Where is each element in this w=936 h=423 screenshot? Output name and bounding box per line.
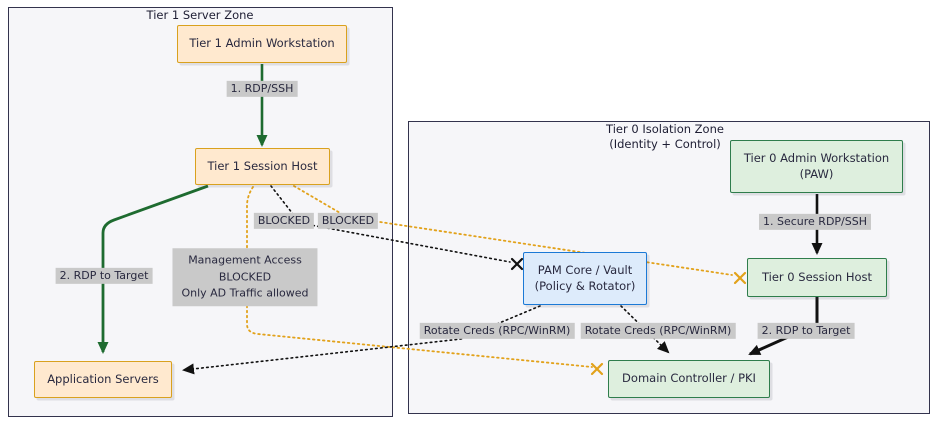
mgmt-label-line2: BLOCKED	[218, 269, 272, 283]
node-domain-controller-pki: Domain Controller / PKI	[608, 360, 770, 398]
edge-label-blocked-left: BLOCKED	[253, 212, 315, 230]
zone-tier0-title-line1: Tier 0 Isolation Zone	[606, 122, 724, 136]
node-tier1-admin-workstation: Tier 1 Admin Workstation	[177, 25, 347, 63]
node-domain-controller-pki-label: Domain Controller / PKI	[622, 371, 756, 386]
edge-label-t0-secure-rdp-ssh: 1. Secure RDP/SSH	[759, 213, 871, 231]
edge-label-t0-rdp-to-target: 2. RDP to Target	[757, 322, 855, 340]
edge-pam-to-dc	[620, 305, 670, 354]
node-application-servers-label: Application Servers	[47, 371, 159, 386]
node-tier1-session-host-label: Tier 1 Session Host	[207, 158, 318, 173]
zone-tier0-title: Tier 0 Isolation Zone (Identity + Contro…	[606, 122, 724, 152]
node-tier0-admin-workstation-sublabel: (PAW)	[799, 166, 834, 181]
blocked-x-dc	[590, 362, 604, 376]
blocked-x-t0session	[733, 271, 747, 285]
edge-label-rotate-creds-right: Rotate Creds (RPC/WinRM)	[580, 322, 736, 340]
edge-label-t1-rdp-ssh: 1. RDP/SSH	[226, 80, 298, 98]
zone-tier1-server	[8, 7, 393, 417]
node-pam-core-vault-sublabel: (Policy & Rotator)	[534, 278, 636, 293]
node-tier1-admin-workstation-label: Tier 1 Admin Workstation	[189, 36, 335, 51]
node-tier1-session-host: Tier 1 Session Host	[195, 148, 330, 185]
node-tier0-admin-workstation-label: Tier 0 Admin Workstation	[743, 150, 890, 165]
node-application-servers: Application Servers	[34, 361, 172, 398]
edge-label-blocked-right: BLOCKED	[317, 212, 379, 230]
edge-label-management-access-blocked: Management Access BLOCKED Only AD Traffi…	[172, 248, 318, 306]
node-pam-core-vault: PAM Core / Vault (Policy & Rotator)	[523, 252, 647, 305]
edge-t1session-to-t0session-blocked	[293, 185, 733, 276]
blocked-x-pam	[510, 257, 524, 271]
mgmt-label-line3: Only AD Traffic allowed	[181, 286, 309, 300]
node-tier0-session-host: Tier 0 Session Host	[747, 258, 887, 297]
edge-t1session-to-appservers	[97, 184, 209, 354]
edge-label-t1-rdp-to-target: 2. RDP to Target	[55, 267, 153, 285]
zone-tier0-title-line2: (Identity + Control)	[609, 136, 721, 151]
mgmt-label-line1: Management Access	[188, 253, 302, 267]
zone-tier1-title: Tier 1 Server Zone	[146, 8, 254, 22]
node-pam-core-vault-label: PAM Core / Vault	[537, 262, 633, 277]
node-tier0-admin-workstation: Tier 0 Admin Workstation (PAW)	[730, 140, 903, 193]
edge-label-rotate-creds-left: Rotate Creds (RPC/WinRM)	[419, 322, 575, 340]
edge-t1session-to-dc-blocked	[246, 186, 593, 368]
node-tier0-session-host-label: Tier 0 Session Host	[761, 269, 872, 284]
